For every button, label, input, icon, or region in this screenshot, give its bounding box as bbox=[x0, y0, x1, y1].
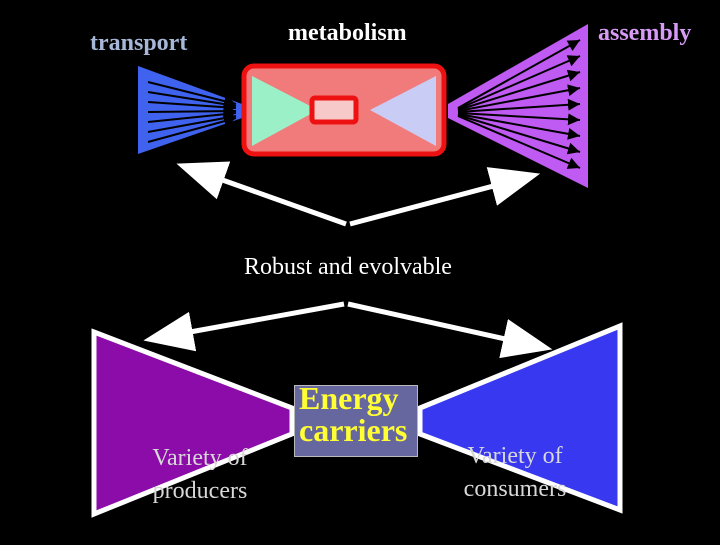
energy-carriers-box: Energy carriers bbox=[294, 380, 418, 457]
top-arrows bbox=[176, 161, 541, 227]
energy-carriers-label: Energy carriers bbox=[299, 380, 408, 448]
transport-label: transport bbox=[90, 30, 188, 56]
transport-arrows bbox=[147, 81, 237, 143]
assembly-arrows bbox=[457, 39, 581, 169]
metabolism-label: metabolism bbox=[288, 20, 407, 46]
metabolism-core bbox=[241, 63, 447, 157]
producers-fan bbox=[91, 328, 295, 518]
assembly-fan bbox=[448, 24, 588, 188]
bottom-arrows bbox=[143, 301, 553, 359]
consumers-label: Variety of consumers bbox=[463, 443, 567, 502]
robust-evolvable-label: Robust and evolvable bbox=[244, 254, 452, 280]
transport-fan bbox=[138, 66, 242, 154]
assembly-label: assembly bbox=[598, 20, 692, 46]
producers-label: Variety of producers bbox=[152, 445, 248, 504]
consumers-fan bbox=[417, 322, 623, 514]
